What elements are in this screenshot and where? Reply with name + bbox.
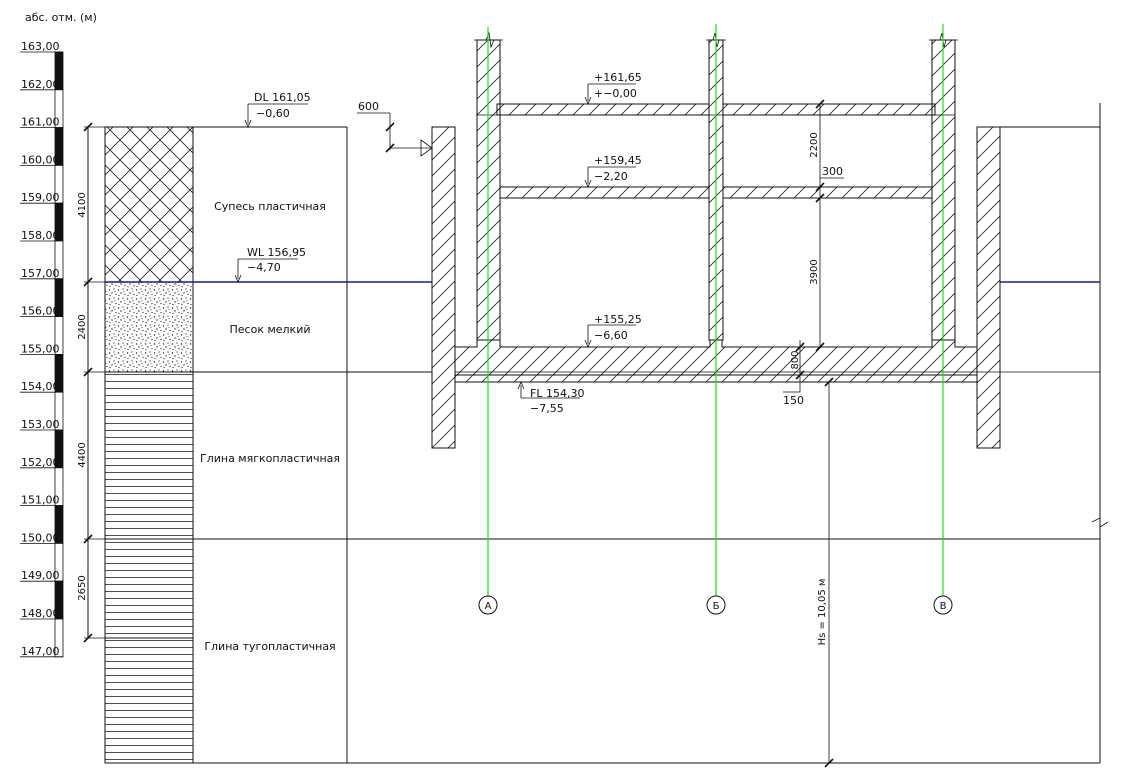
- svg-text:−0,60: −0,60: [256, 107, 290, 120]
- wl-level-mark: WL 156,95 −4,70: [234, 246, 306, 284]
- svg-text:Hs = 10,05 м: Hs = 10,05 м: [817, 579, 828, 646]
- svg-text:600: 600: [358, 100, 379, 113]
- axis-label-b: Б: [713, 601, 720, 612]
- scale-label: 147,00: [21, 645, 60, 658]
- scale-label: 151,00: [21, 494, 60, 507]
- svg-text:2200: 2200: [809, 132, 820, 157]
- svg-text:+−0,00: +−0,00: [594, 87, 637, 100]
- floor1-level-mark: +155,25 −6,60: [584, 313, 642, 349]
- hs-dimension: Hs = 10,05 м: [817, 377, 834, 768]
- svg-text:FL 154,30: FL 154,30: [530, 387, 584, 400]
- layer-thickness-dimensions: 4100 2400 4400 2650: [77, 122, 105, 643]
- scale-label: 150,00: [21, 531, 60, 544]
- svg-text:+155,25: +155,25: [594, 313, 642, 326]
- scale-label: 148,00: [21, 607, 60, 620]
- layer-name-1: Супесь пластичная: [214, 200, 326, 213]
- base-slab-dimensions: 800 150: [783, 340, 805, 407]
- scale-label: 156,00: [21, 305, 60, 318]
- svg-text:−2,20: −2,20: [594, 170, 628, 183]
- borehole-column: [104, 126, 194, 764]
- svg-text:300: 300: [822, 165, 843, 178]
- layer-sandy-loam-hatch: [105, 127, 193, 282]
- layer-name-2: Песок мелкий: [230, 323, 311, 336]
- thickness-layer-4: 2650: [77, 575, 88, 600]
- axis-label-a: А: [485, 601, 492, 612]
- scale-label: 160,00: [21, 153, 60, 166]
- layer-sand-hatch: [105, 282, 193, 372]
- scale-label: 153,00: [21, 418, 60, 431]
- scale-label: 152,00: [21, 456, 60, 469]
- svg-text:−4,70: −4,70: [247, 261, 281, 274]
- svg-text:+159,45: +159,45: [594, 154, 642, 167]
- svg-text:−7,55: −7,55: [530, 402, 564, 415]
- thickness-layer-2: 2400: [77, 314, 88, 339]
- thickness-layer-3: 4400: [77, 442, 88, 467]
- svg-text:−6,60: −6,60: [594, 329, 628, 342]
- scale-label: 154,00: [21, 380, 60, 393]
- scale-label: 158,00: [21, 229, 60, 242]
- wall-offset-dimension: 600: [357, 100, 433, 157]
- scale-label: 155,00: [21, 342, 60, 355]
- svg-text:WL 156,95: WL 156,95: [247, 246, 306, 259]
- svg-text:+161,65: +161,65: [594, 71, 642, 84]
- thickness-layer-1: 4100: [77, 192, 88, 217]
- scale-label: 157,00: [21, 267, 60, 280]
- dl-level-mark: DL 161,05 −0,60: [244, 91, 311, 129]
- elevation-scale: 163,00 162,00 161,00 160,00 159,00 158,00 157,…: [20, 40, 64, 658]
- svg-text:800: 800: [790, 350, 801, 369]
- axis-label-v: В: [940, 601, 947, 612]
- svg-text:3900: 3900: [809, 259, 820, 284]
- roof-level-mark: +161,65 +−0,00: [584, 71, 642, 106]
- layer-clay-hatch: [105, 372, 193, 763]
- floor2-level-mark: +159,45 −2,20: [584, 154, 642, 189]
- fl-level-mark: FL 154,30 −7,55: [517, 380, 584, 415]
- svg-text:DL 161,05: DL 161,05: [254, 91, 311, 104]
- scale-title: абс. отм. (м): [25, 11, 97, 24]
- svg-text:150: 150: [783, 394, 804, 407]
- layer-name-4: Глина тугопластичная: [204, 640, 335, 653]
- storey-dimensions: 2200 3900 300: [809, 99, 844, 352]
- scale-label: 159,00: [21, 191, 60, 204]
- scale-label: 162,00: [21, 78, 60, 91]
- axis-markers: А Б В: [478, 595, 953, 615]
- scale-label: 161,00: [21, 116, 60, 129]
- layer-name-3: Глина мягкопластичная: [200, 452, 340, 465]
- scale-label: 149,00: [21, 569, 60, 582]
- scale-label: 163,00: [21, 40, 60, 53]
